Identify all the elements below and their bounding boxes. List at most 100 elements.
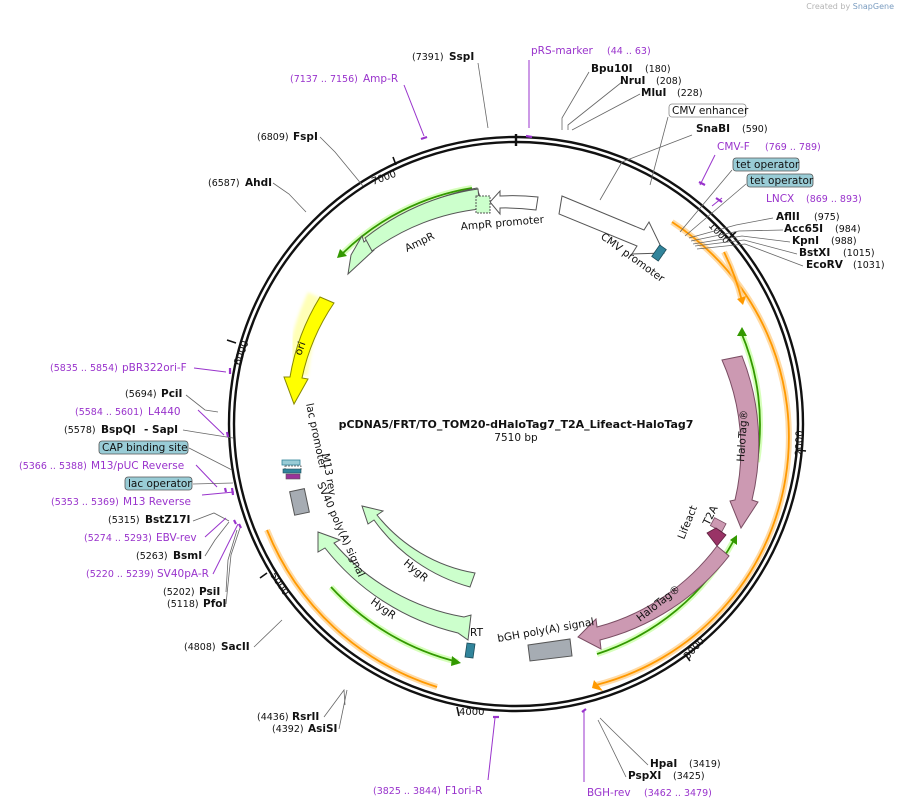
feature-ampr-promoter[interactable] xyxy=(489,189,539,216)
primer-name-bgh-rev: BGH-rev xyxy=(587,787,631,799)
box-cmv-enhancer[interactable]: CMV enhancer xyxy=(668,103,749,118)
site-pos-ecorv: (1031) xyxy=(853,260,885,271)
primer-range-ebv-rev: (5274 .. 5293) xyxy=(84,533,152,544)
green-arc-2-head xyxy=(730,535,737,545)
feature-halotag-2[interactable] xyxy=(577,545,730,650)
site-name-bpu10i: Bpu10I xyxy=(591,63,633,75)
site-pos-asisi: (4392) xyxy=(272,724,304,735)
primer-marks xyxy=(223,134,723,719)
box-label-cap-binding-site: CAP binding site xyxy=(102,442,188,454)
box-label-tet-operator-2: tet operator xyxy=(750,175,814,187)
feature-hygr-1[interactable] xyxy=(317,531,472,641)
feature-label-halotag-1: HaloTag® xyxy=(735,410,751,463)
primer-name-sv40pa-r: SV40pA-R xyxy=(157,568,209,580)
site-name-bstxi: BstXI xyxy=(799,247,830,259)
box-tet-operator-1-leader xyxy=(679,169,733,233)
primer-range-lncx: (869 .. 893) xyxy=(806,194,862,205)
tick-label-4000: 4000 xyxy=(459,707,484,718)
feature-t2a[interactable] xyxy=(706,527,727,547)
site-name-psii: PsiI xyxy=(199,586,220,598)
tick-label-2000: 2000 xyxy=(794,430,806,456)
site-pos-psii: (5202) xyxy=(163,587,195,598)
green-arc-3 xyxy=(330,586,459,663)
site-pos-pspxi: (3425) xyxy=(673,771,705,782)
site-name-ahdi: AhdI xyxy=(245,177,272,189)
primer-name-prs-marker: pRS-marker xyxy=(531,45,594,57)
site-name-acc65i: Acc65I xyxy=(784,223,823,235)
green-arc-3-head xyxy=(451,656,461,666)
feature-label-ampr: AmpR xyxy=(403,230,436,255)
site-name-sacii: SacII xyxy=(221,641,250,653)
site-leaders xyxy=(182,62,804,778)
box-cap-binding-site[interactable]: CAP binding site xyxy=(98,440,189,455)
site-pos-hpai: (3419) xyxy=(689,759,721,770)
site-pos-kpni: (988) xyxy=(831,236,857,247)
site-pos-nrui: (208) xyxy=(656,76,682,87)
primer-name-lncx: LNCX xyxy=(766,193,794,205)
snapgene-logo: SnapGene xyxy=(852,2,894,11)
feature-ori[interactable] xyxy=(283,296,335,406)
site-pos-fspi: (6809) xyxy=(257,132,289,143)
green-arc-1-head xyxy=(737,327,747,336)
site-pos-acc65i: (984) xyxy=(835,224,861,235)
site-name-pspxi: PspXI xyxy=(628,770,661,782)
primer-range-m13-reverse: (5353 .. 5369) xyxy=(51,497,119,508)
orange-arc-3 xyxy=(266,529,438,688)
plasmid-name: pCDNA5/FRT/TO_TOM20-dHaloTag7_T2A_Lifeac… xyxy=(339,418,694,431)
primer-range-amp-r: (7137 .. 7156) xyxy=(290,74,358,85)
feature-frt[interactable] xyxy=(464,642,476,659)
site-pos-sspi: (7391) xyxy=(412,52,444,63)
box-lac-operator[interactable]: lac operator xyxy=(124,476,193,491)
orange-arc-1-head xyxy=(592,680,603,691)
box-label-tet-operator-1: tet operator xyxy=(736,159,800,171)
site-name-sapi: - SapI xyxy=(144,424,178,436)
box-tet-operator-2[interactable]: tet operator xyxy=(746,173,814,188)
site-name-bstz17i: BstZ17I xyxy=(145,514,190,526)
feature-hygr-2[interactable] xyxy=(361,505,476,588)
feature-ampr-body[interactable] xyxy=(364,188,481,252)
site-pos-bstxi: (1015) xyxy=(843,248,875,259)
box-tet-operator-1[interactable]: tet operator xyxy=(732,157,800,172)
site-name-sspi: SspI xyxy=(449,51,474,63)
box-lac-operator-leader xyxy=(192,482,234,485)
site-pos-bstz17i: (5315) xyxy=(108,515,140,526)
site-pos-pcii: (5694) xyxy=(125,389,157,400)
feature-bgh-polya[interactable] xyxy=(527,638,573,662)
site-pos-bsmi: (5263) xyxy=(136,551,168,562)
primer-range-l4440: (5584 .. 5601) xyxy=(75,407,143,418)
tick-marks xyxy=(226,156,807,717)
site-name-hpai: HpaI xyxy=(650,758,677,770)
site-name-rsrii: RsrII xyxy=(292,711,319,723)
feature-halotag-1[interactable] xyxy=(721,355,760,530)
feature-lac-promoter-mark[interactable] xyxy=(285,473,301,480)
primer-name-ebv-rev: EBV-rev xyxy=(156,532,197,544)
feature-m13-rev[interactable] xyxy=(281,459,301,466)
site-pos-snabi: (590) xyxy=(742,124,768,135)
credit-prefix: Created by xyxy=(806,2,851,11)
site-pos-sacii: (4808) xyxy=(184,642,216,653)
feature-cmv-promoter[interactable] xyxy=(558,195,665,255)
site-name-pfoi: PfoI xyxy=(203,598,226,610)
feature-cmv-marker xyxy=(651,244,667,262)
box-cap-binding-site-leader xyxy=(188,447,233,471)
box-tet-operator-2-leader xyxy=(684,183,747,237)
site-name-asisi: AsiSI xyxy=(308,723,337,735)
site-name-ecorv: EcoRV xyxy=(806,259,844,271)
site-name-fspi: FspI xyxy=(293,131,318,143)
primer-range-sv40pa-r: (5220 .. 5239) xyxy=(86,569,154,580)
site-pos-rsrii: (4436) xyxy=(257,712,289,723)
feature-sv40-polya[interactable] xyxy=(289,488,310,516)
site-name-pcii: PciI xyxy=(161,388,182,400)
feature-label-bgh-polya: bGH poly(A) signal xyxy=(496,616,595,645)
feature-cap-mark[interactable] xyxy=(282,468,302,474)
primer-name-pbr322ori-f: pBR322ori-F xyxy=(122,362,187,374)
feature-ampr-promoter-dash xyxy=(475,195,491,214)
primer-name-l4440: L4440 xyxy=(148,406,181,418)
tick-label-7000: 7000 xyxy=(370,169,398,188)
feature-label-ori: ori xyxy=(293,340,309,357)
site-name-drui: NruI xyxy=(620,75,645,87)
green-arc-4-head xyxy=(337,249,347,258)
primer-range-prs-marker: (44 .. 63) xyxy=(607,46,651,57)
orange-arc-2-head xyxy=(737,296,746,305)
